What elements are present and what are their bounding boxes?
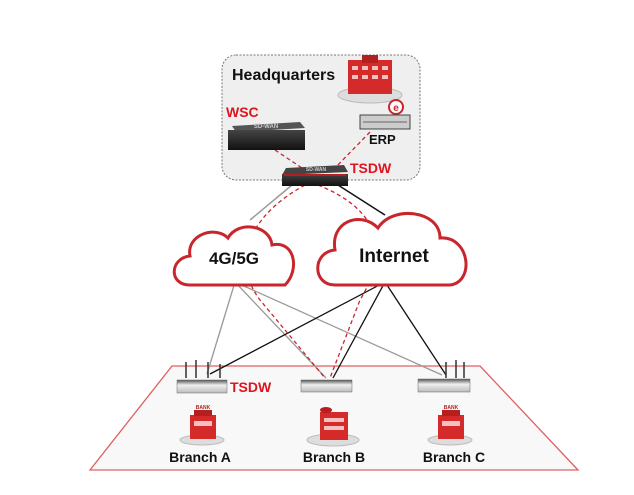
wsc-server-icon: SD-WAN	[228, 122, 305, 150]
branch-c-bank-icon: BANK	[427, 405, 473, 446]
hq-tsdw-label: TSDW	[350, 160, 392, 176]
branch-c-label: Branch C	[423, 449, 485, 465]
branch-tsdw-label: TSDW	[230, 379, 272, 395]
link-hq-4g	[249, 184, 293, 221]
headquarters-title: Headquarters	[232, 67, 335, 84]
erp-app-icon: e	[388, 99, 404, 115]
branch-c-router-icon	[417, 360, 471, 393]
svg-text:SD-WAN: SD-WAN	[306, 167, 327, 173]
link-4g-branch-c	[234, 281, 443, 376]
hq-building-icon	[337, 55, 403, 104]
svg-text:SD-WAN: SD-WAN	[254, 124, 278, 130]
tunnel-wsc	[274, 149, 306, 171]
cloud-4g5g-label: 4G/5G	[209, 249, 259, 268]
erp-server-icon	[359, 114, 411, 130]
hq-tsdw-device-icon: SD-WAN	[282, 165, 348, 186]
erp-label: ERP	[369, 132, 396, 147]
branch-a-bank-icon: BANK	[179, 405, 225, 446]
branch-a-label: Branch A	[169, 449, 231, 465]
wsc-label: WSC	[226, 104, 259, 120]
link-internet-branch-a	[209, 281, 386, 375]
branch-b-label: Branch B	[303, 449, 365, 465]
cloud-internet-label: Internet	[359, 246, 429, 267]
links	[206, 131, 447, 379]
branch-b-router-icon	[300, 379, 353, 393]
link-hq-internet	[337, 184, 386, 216]
tunnel-hq-branch-b-1	[245, 184, 326, 379]
link-4g-branch-b	[234, 281, 327, 379]
branch-a-router-icon	[176, 360, 228, 394]
link-internet-branch-c	[384, 281, 447, 376]
tunnel-erp	[334, 131, 371, 169]
cloud-4g5g: 4G/5G	[172, 225, 295, 287]
link-4g-branch-a	[206, 281, 236, 375]
link-internet-branch-b	[332, 281, 386, 379]
branch-c-bank-sign: BANK	[444, 405, 459, 411]
branch-a-bank-sign: BANK	[196, 405, 211, 411]
branch-b-building-icon	[306, 407, 360, 447]
svg-text:e: e	[393, 103, 399, 114]
cloud-internet: Internet	[316, 212, 468, 287]
